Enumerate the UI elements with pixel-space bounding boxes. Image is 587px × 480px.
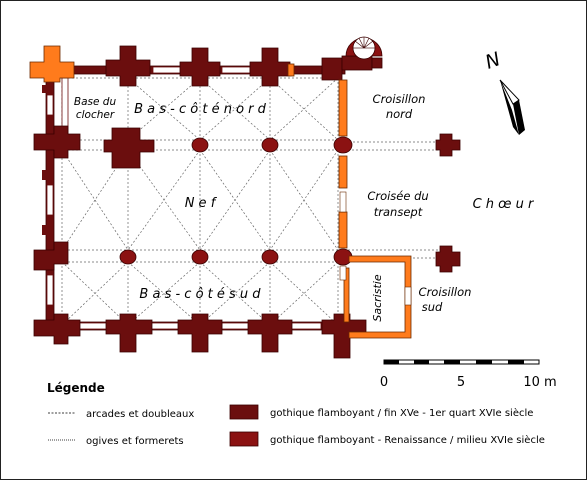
transept-door	[339, 191, 347, 213]
sacristy-window	[404, 286, 412, 306]
label-croisillon-nord-2: nord	[386, 107, 413, 121]
label-bas-cote-sud: B a s - c ô t é s u d	[139, 287, 261, 302]
small-buttresses	[42, 85, 47, 235]
legend-color1-label: gothique flamboyant / fin XVe - 1er quar…	[270, 407, 533, 419]
label-croisillon-sud-1: Croisillon	[419, 285, 472, 299]
scale-bar: 0 5 10 m	[380, 359, 557, 390]
legend-swatch-dark	[229, 404, 259, 420]
label-sacristie: Sacristie	[371, 274, 384, 321]
scale-tick-0: 0	[380, 375, 388, 390]
north-arrow-icon: N	[482, 48, 525, 135]
stair-turret	[345, 36, 383, 60]
sacristy-door	[339, 265, 347, 281]
north-label: N	[482, 48, 503, 74]
legend-title: Légende	[47, 381, 105, 395]
label-bas-cote-nord: B a s - c ô t é n o r d	[134, 102, 267, 117]
label-choeur: C h œ u r	[473, 197, 535, 212]
label-nef: N e f	[185, 196, 218, 211]
piers-dark	[33, 45, 461, 359]
legend-color2-label: gothique flamboyant - Renaissance / mili…	[270, 434, 545, 446]
label-croisee-1: Croisée du	[367, 189, 428, 203]
label-croisee-2: transept	[374, 205, 423, 219]
walls-renaissance	[29, 45, 412, 339]
legend-swatch-red	[229, 431, 259, 447]
label-croisillon-sud-2: sud	[422, 300, 443, 314]
windows	[46, 66, 322, 330]
legend-line1-label: arcades et doubleaux	[86, 409, 194, 420]
label-base-clocher-1: Base du	[74, 96, 117, 108]
legend: Légende arcades et doubleaux ogives et f…	[47, 381, 545, 447]
scale-tick-10: 10 m	[523, 375, 556, 390]
label-base-clocher-2: clocher	[76, 109, 115, 121]
scale-tick-5: 5	[457, 375, 465, 390]
nave-piers	[119, 136, 353, 266]
label-croisillon-nord-1: Croisillon	[373, 92, 426, 106]
legend-line2-label: ogives et formerets	[86, 436, 184, 447]
